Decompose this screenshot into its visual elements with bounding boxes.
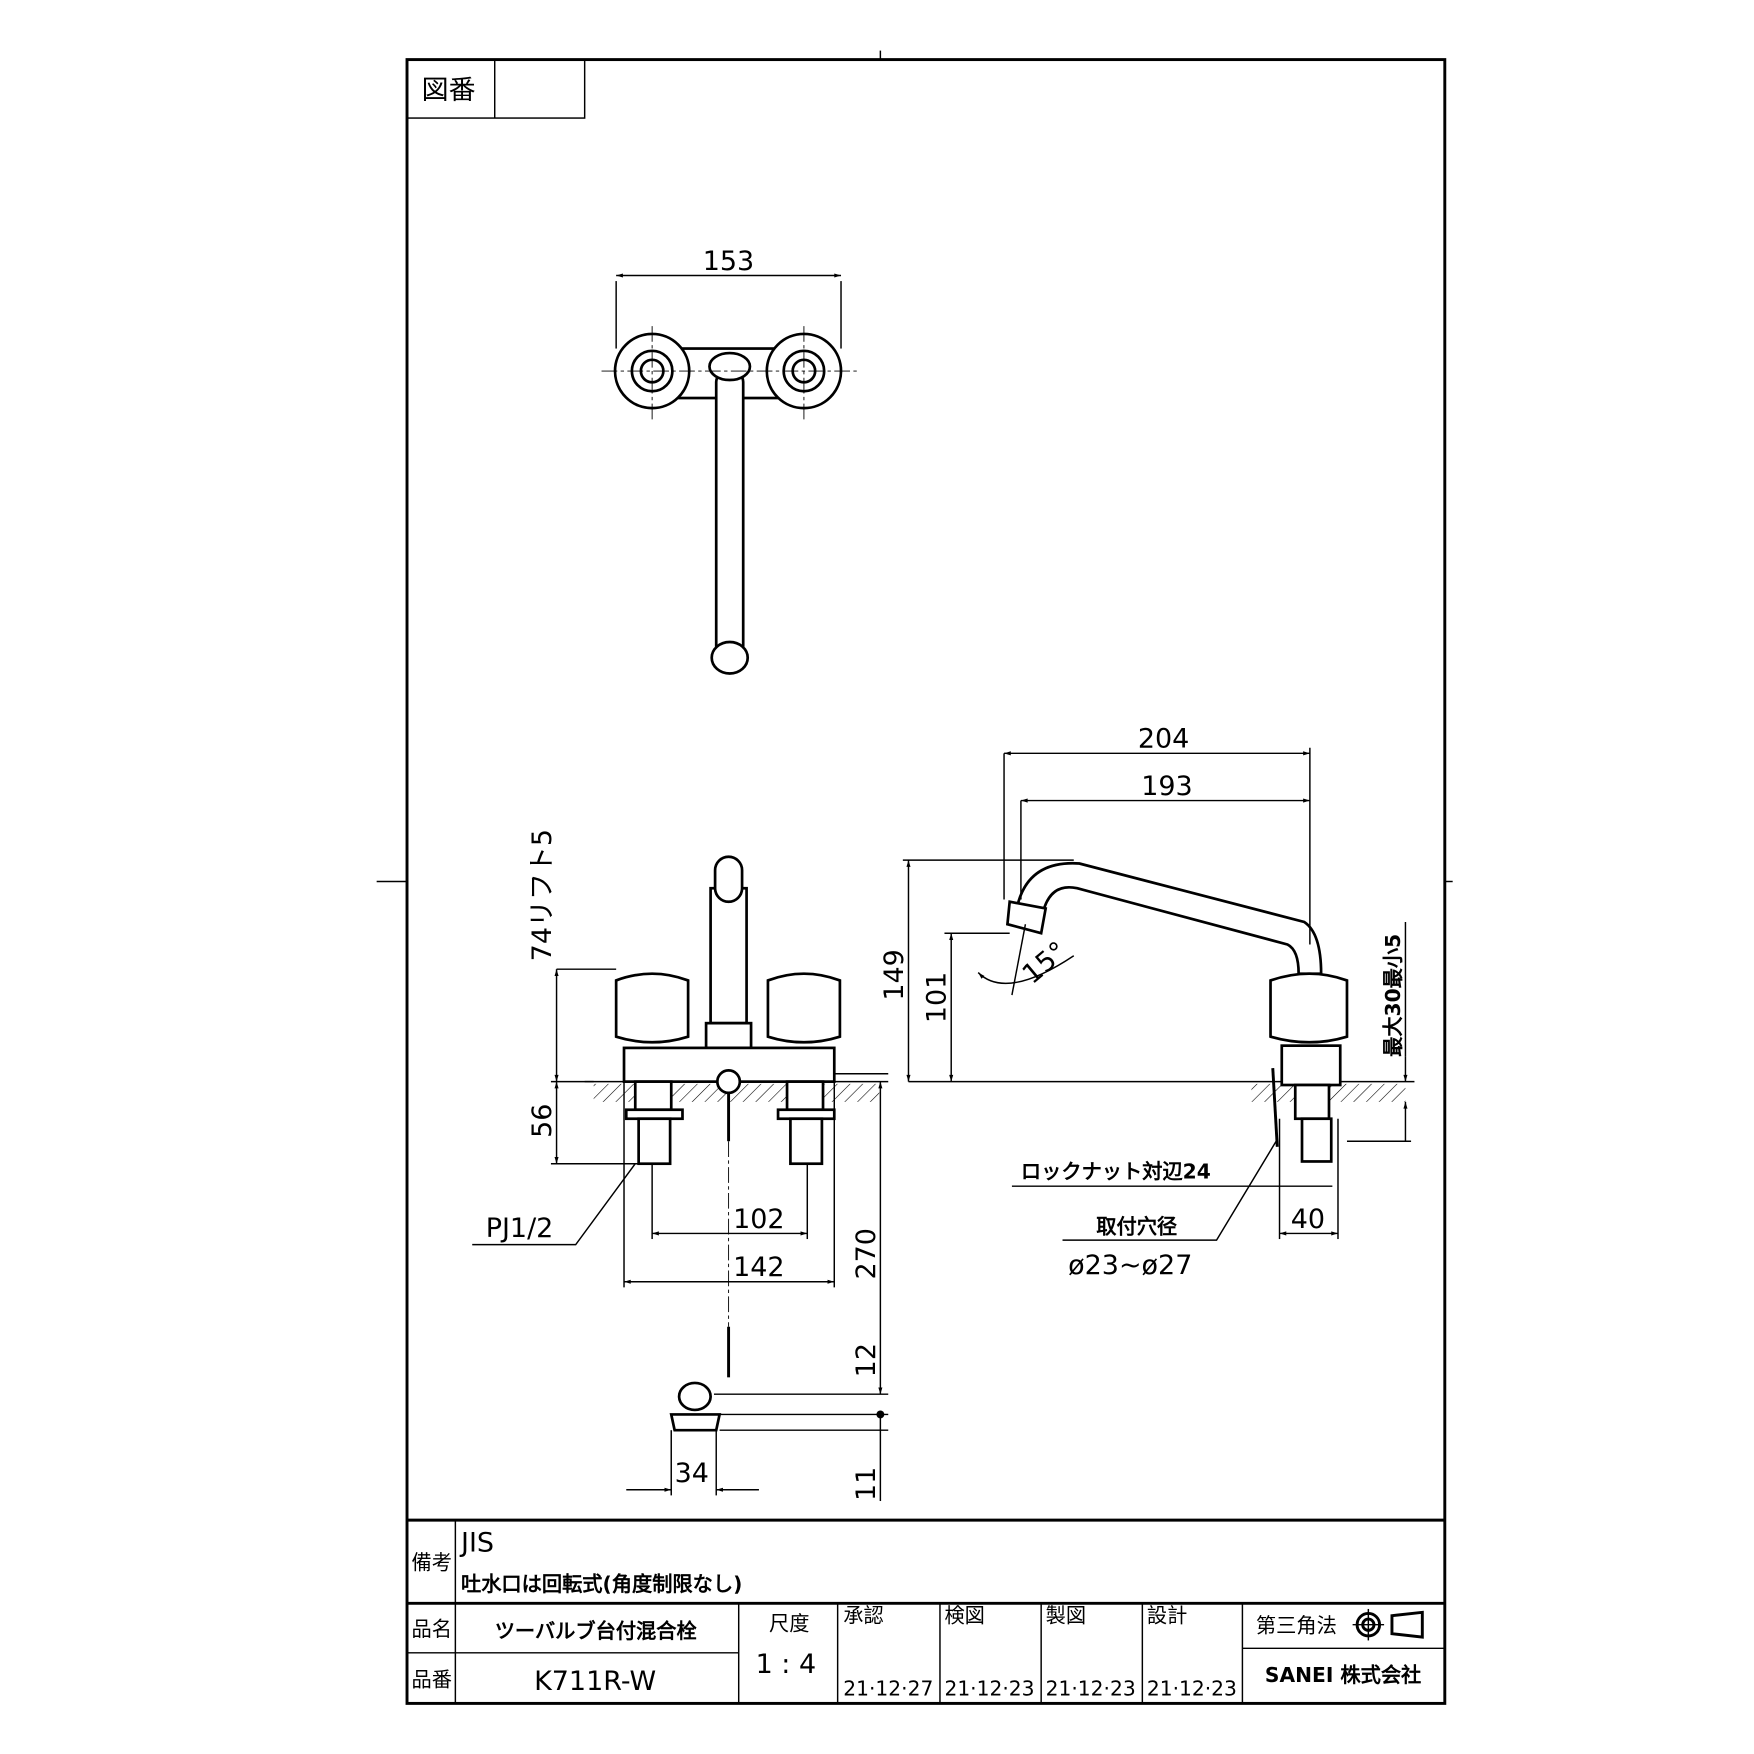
projection-label: 第三角法 — [1256, 1614, 1337, 1638]
scale-value: 1 : 4 — [756, 1649, 817, 1680]
product-name: ツーバルブ台付混合栓 — [495, 1619, 698, 1643]
dim-pitch: 102 — [733, 1204, 784, 1235]
scale-label: 尺度 — [769, 1611, 809, 1635]
dim-chain: 270 — [851, 1228, 882, 1279]
title-block: 備考 JIS 吐水口は回転式(角度制限なし) 品名 ツーバルブ台付混合栓 品番 … — [407, 1518, 1445, 1704]
top-view: 153 — [601, 246, 861, 675]
front-view: 74リフト5 56 102 142 PJ1/2 270 12 11 34 — [472, 829, 889, 1501]
dim-height: 149 — [879, 949, 910, 1000]
dim-top-width: 153 — [703, 246, 754, 277]
dim-shank-width: 40 — [1291, 1204, 1325, 1235]
dim-reach: 193 — [1141, 771, 1192, 802]
hole-label: 取付穴径 — [1096, 1214, 1177, 1238]
remarks-label: 備考 — [412, 1551, 452, 1575]
product-number-label: 品番 — [412, 1668, 452, 1692]
dim-plug-width: 34 — [675, 1458, 709, 1489]
hole-value: ø23~ø27 — [1068, 1250, 1192, 1281]
locknut-label: ロックナット対辺24 — [1021, 1159, 1211, 1183]
approval-label: 承認 — [843, 1603, 883, 1627]
side-view: 204 193 149 101 15° 最大30最小5 ロックナット対辺24 取… — [879, 724, 1415, 1281]
remarks-line-2: 吐水口は回転式(角度制限なし) — [461, 1572, 742, 1596]
company-name: SANEI 株式会社 — [1265, 1663, 1421, 1687]
design-date: 21·12·23 — [1147, 1677, 1237, 1701]
dim-lift: 74リフト5 — [527, 829, 558, 961]
approval-date: 21·12·27 — [843, 1677, 933, 1701]
remarks-line-1: JIS — [459, 1528, 494, 1559]
drawing-number-label: 図番 — [422, 75, 476, 106]
dim-reach-total: 204 — [1138, 724, 1189, 755]
check-label: 検図 — [944, 1603, 984, 1627]
check-date: 21·12·23 — [944, 1677, 1034, 1701]
third-angle-projection-icon — [1352, 1608, 1424, 1641]
drafting-label: 製図 — [1046, 1603, 1086, 1627]
design-label: 設計 — [1147, 1603, 1187, 1627]
product-number: K711R-W — [534, 1666, 656, 1697]
dim-counter-thickness: 最大30最小5 — [1381, 934, 1405, 1057]
dim-ring: 12 — [851, 1343, 882, 1377]
drafting-date: 21·12·23 — [1046, 1677, 1136, 1701]
dim-shank: 56 — [527, 1104, 558, 1138]
dim-plug: 11 — [851, 1467, 882, 1501]
angle-label: 15° — [1017, 936, 1074, 990]
thread-label: PJ1/2 — [486, 1213, 554, 1244]
drawing-frame: 図番 — [376, 50, 1453, 1705]
dim-base-width: 142 — [733, 1252, 784, 1283]
dim-spout-height: 101 — [922, 972, 953, 1023]
product-name-label: 品名 — [412, 1617, 452, 1641]
